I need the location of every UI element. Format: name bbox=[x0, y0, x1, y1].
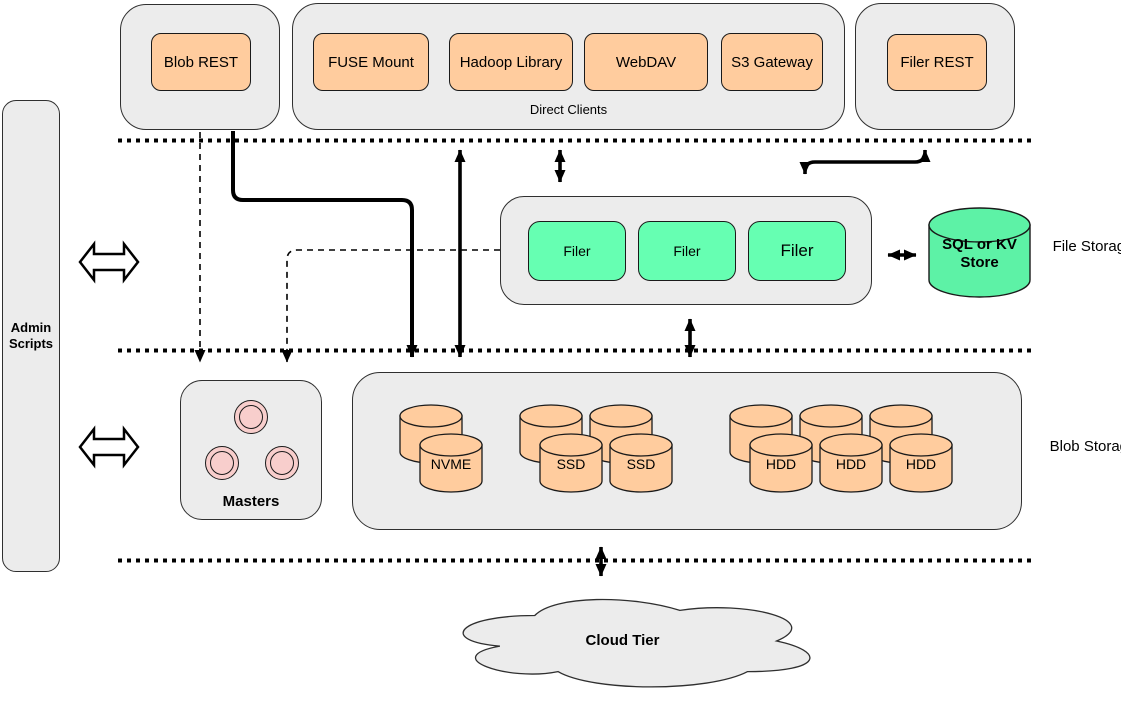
direct-clients-group: FUSE Mount Hadoop Library WebDAV S3 Gate… bbox=[292, 3, 845, 130]
volume-servers-group bbox=[352, 372, 1022, 530]
direct-clients-caption: Direct Clients bbox=[529, 102, 608, 117]
blob-storage-tier-label: Blob Storage bbox=[1049, 438, 1121, 455]
filer-node-3: Filer bbox=[748, 221, 846, 281]
admin-blob-tier-arrow bbox=[78, 425, 140, 469]
filer-rest-filers-arrow bbox=[799, 149, 931, 175]
admin-scripts-label: Admin Scripts bbox=[8, 320, 54, 351]
filer-label-3: Filer bbox=[780, 241, 814, 260]
filers-to-masters-dashed-arrow bbox=[281, 249, 500, 363]
nvme-label: NVME bbox=[430, 456, 472, 472]
blob-rest-label: Blob REST bbox=[163, 53, 239, 71]
master-node-circle bbox=[265, 446, 299, 480]
blob-rest-node: Blob REST bbox=[151, 33, 251, 91]
cloud-tier-label: Cloud Tier bbox=[585, 632, 660, 649]
webdav-node: WebDAV bbox=[584, 33, 708, 91]
filer-rest-node: Filer REST bbox=[887, 34, 987, 91]
filer-label-2: Filer bbox=[673, 243, 701, 259]
master-node-circle bbox=[234, 400, 268, 434]
filer-node-2: Filer bbox=[638, 221, 736, 281]
filer-node-1: Filer bbox=[528, 221, 626, 281]
webdav-label: WebDAV bbox=[615, 53, 677, 71]
master-node-circle bbox=[205, 446, 239, 480]
filer-label-1: Filer bbox=[563, 243, 591, 259]
filer-group: Filer Filer Filer bbox=[500, 196, 872, 305]
s3-gateway-node: S3 Gateway bbox=[721, 33, 823, 91]
hadoop-library-node: Hadoop Library bbox=[449, 33, 573, 91]
ssd-label: SSD bbox=[556, 456, 586, 472]
hadoop-library-label: Hadoop Library bbox=[459, 53, 563, 71]
masters-group: Masters bbox=[180, 380, 322, 520]
hdd-label: HDD bbox=[765, 456, 797, 472]
filer-rest-group: Filer REST bbox=[855, 3, 1015, 130]
masters-label: Masters bbox=[222, 493, 280, 510]
s3-gateway-label: S3 Gateway bbox=[731, 53, 813, 71]
hdd-label: HDD bbox=[835, 456, 867, 472]
blob-rest-to-volumes-arrow bbox=[231, 131, 418, 358]
hdd-label: HDD bbox=[905, 456, 937, 472]
ssd-label: SSD bbox=[626, 456, 656, 472]
sql-kv-store-label: SQL or KV Store bbox=[942, 236, 1017, 271]
file-storage-tier-label: File Storage bbox=[1052, 238, 1121, 255]
fuse-mount-node: FUSE Mount bbox=[313, 33, 429, 91]
fuse-mount-label: FUSE Mount bbox=[328, 53, 414, 71]
filer-rest-label: Filer REST bbox=[900, 54, 974, 71]
admin-file-tier-arrow bbox=[78, 240, 140, 284]
admin-scripts-panel: Admin Scripts bbox=[2, 100, 60, 572]
blob-rest-group: Blob REST bbox=[120, 4, 280, 130]
